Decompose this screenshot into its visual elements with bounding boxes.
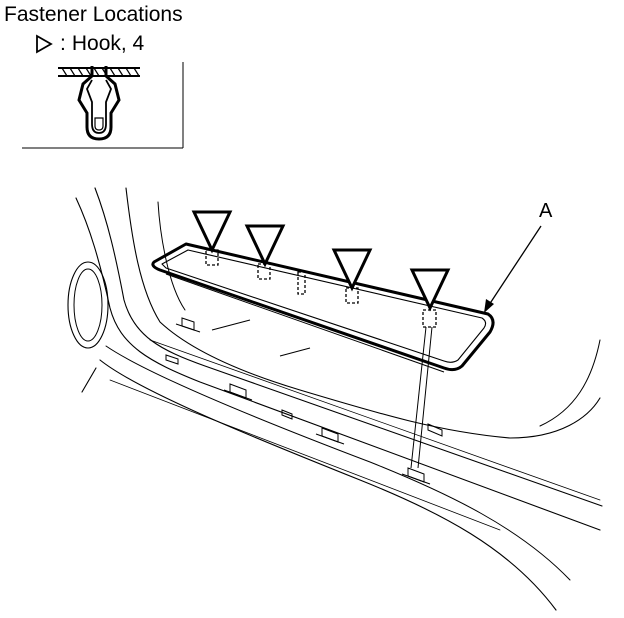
hook-marker-icon bbox=[409, 268, 451, 312]
legend-separator: : bbox=[60, 32, 66, 55]
body-slot bbox=[281, 409, 293, 420]
body-slot bbox=[223, 383, 253, 401]
hook-marker-icon bbox=[191, 210, 233, 254]
vehicle-body-outline bbox=[75, 187, 603, 611]
hook-clip bbox=[422, 309, 437, 328]
fastener-markers bbox=[191, 210, 451, 312]
body-slot bbox=[401, 467, 431, 485]
speaker-grille bbox=[67, 261, 109, 349]
door-sill-trim-panel bbox=[151, 242, 495, 373]
alignment-guide bbox=[410, 326, 433, 469]
hook-marker-icon bbox=[244, 224, 286, 268]
callout-label-a: A bbox=[539, 200, 553, 222]
hook-clip-detail bbox=[22, 62, 184, 149]
body-slot bbox=[315, 427, 345, 445]
page-title: Fastener Locations bbox=[4, 3, 183, 26]
body-slot bbox=[427, 423, 443, 437]
legend-text: Hook, 4 bbox=[71, 32, 145, 55]
hook-clip bbox=[297, 271, 306, 295]
hook-marker-icon bbox=[331, 248, 373, 292]
panel-hook-clips bbox=[205, 249, 437, 328]
body-slot bbox=[175, 317, 201, 333]
body-clip-holes bbox=[165, 317, 443, 485]
callout-leader bbox=[484, 225, 542, 313]
fastener-legend: : Hook, 4 bbox=[34, 32, 144, 56]
body-slot bbox=[165, 354, 179, 365]
hollow-triangle-icon bbox=[36, 34, 53, 54]
